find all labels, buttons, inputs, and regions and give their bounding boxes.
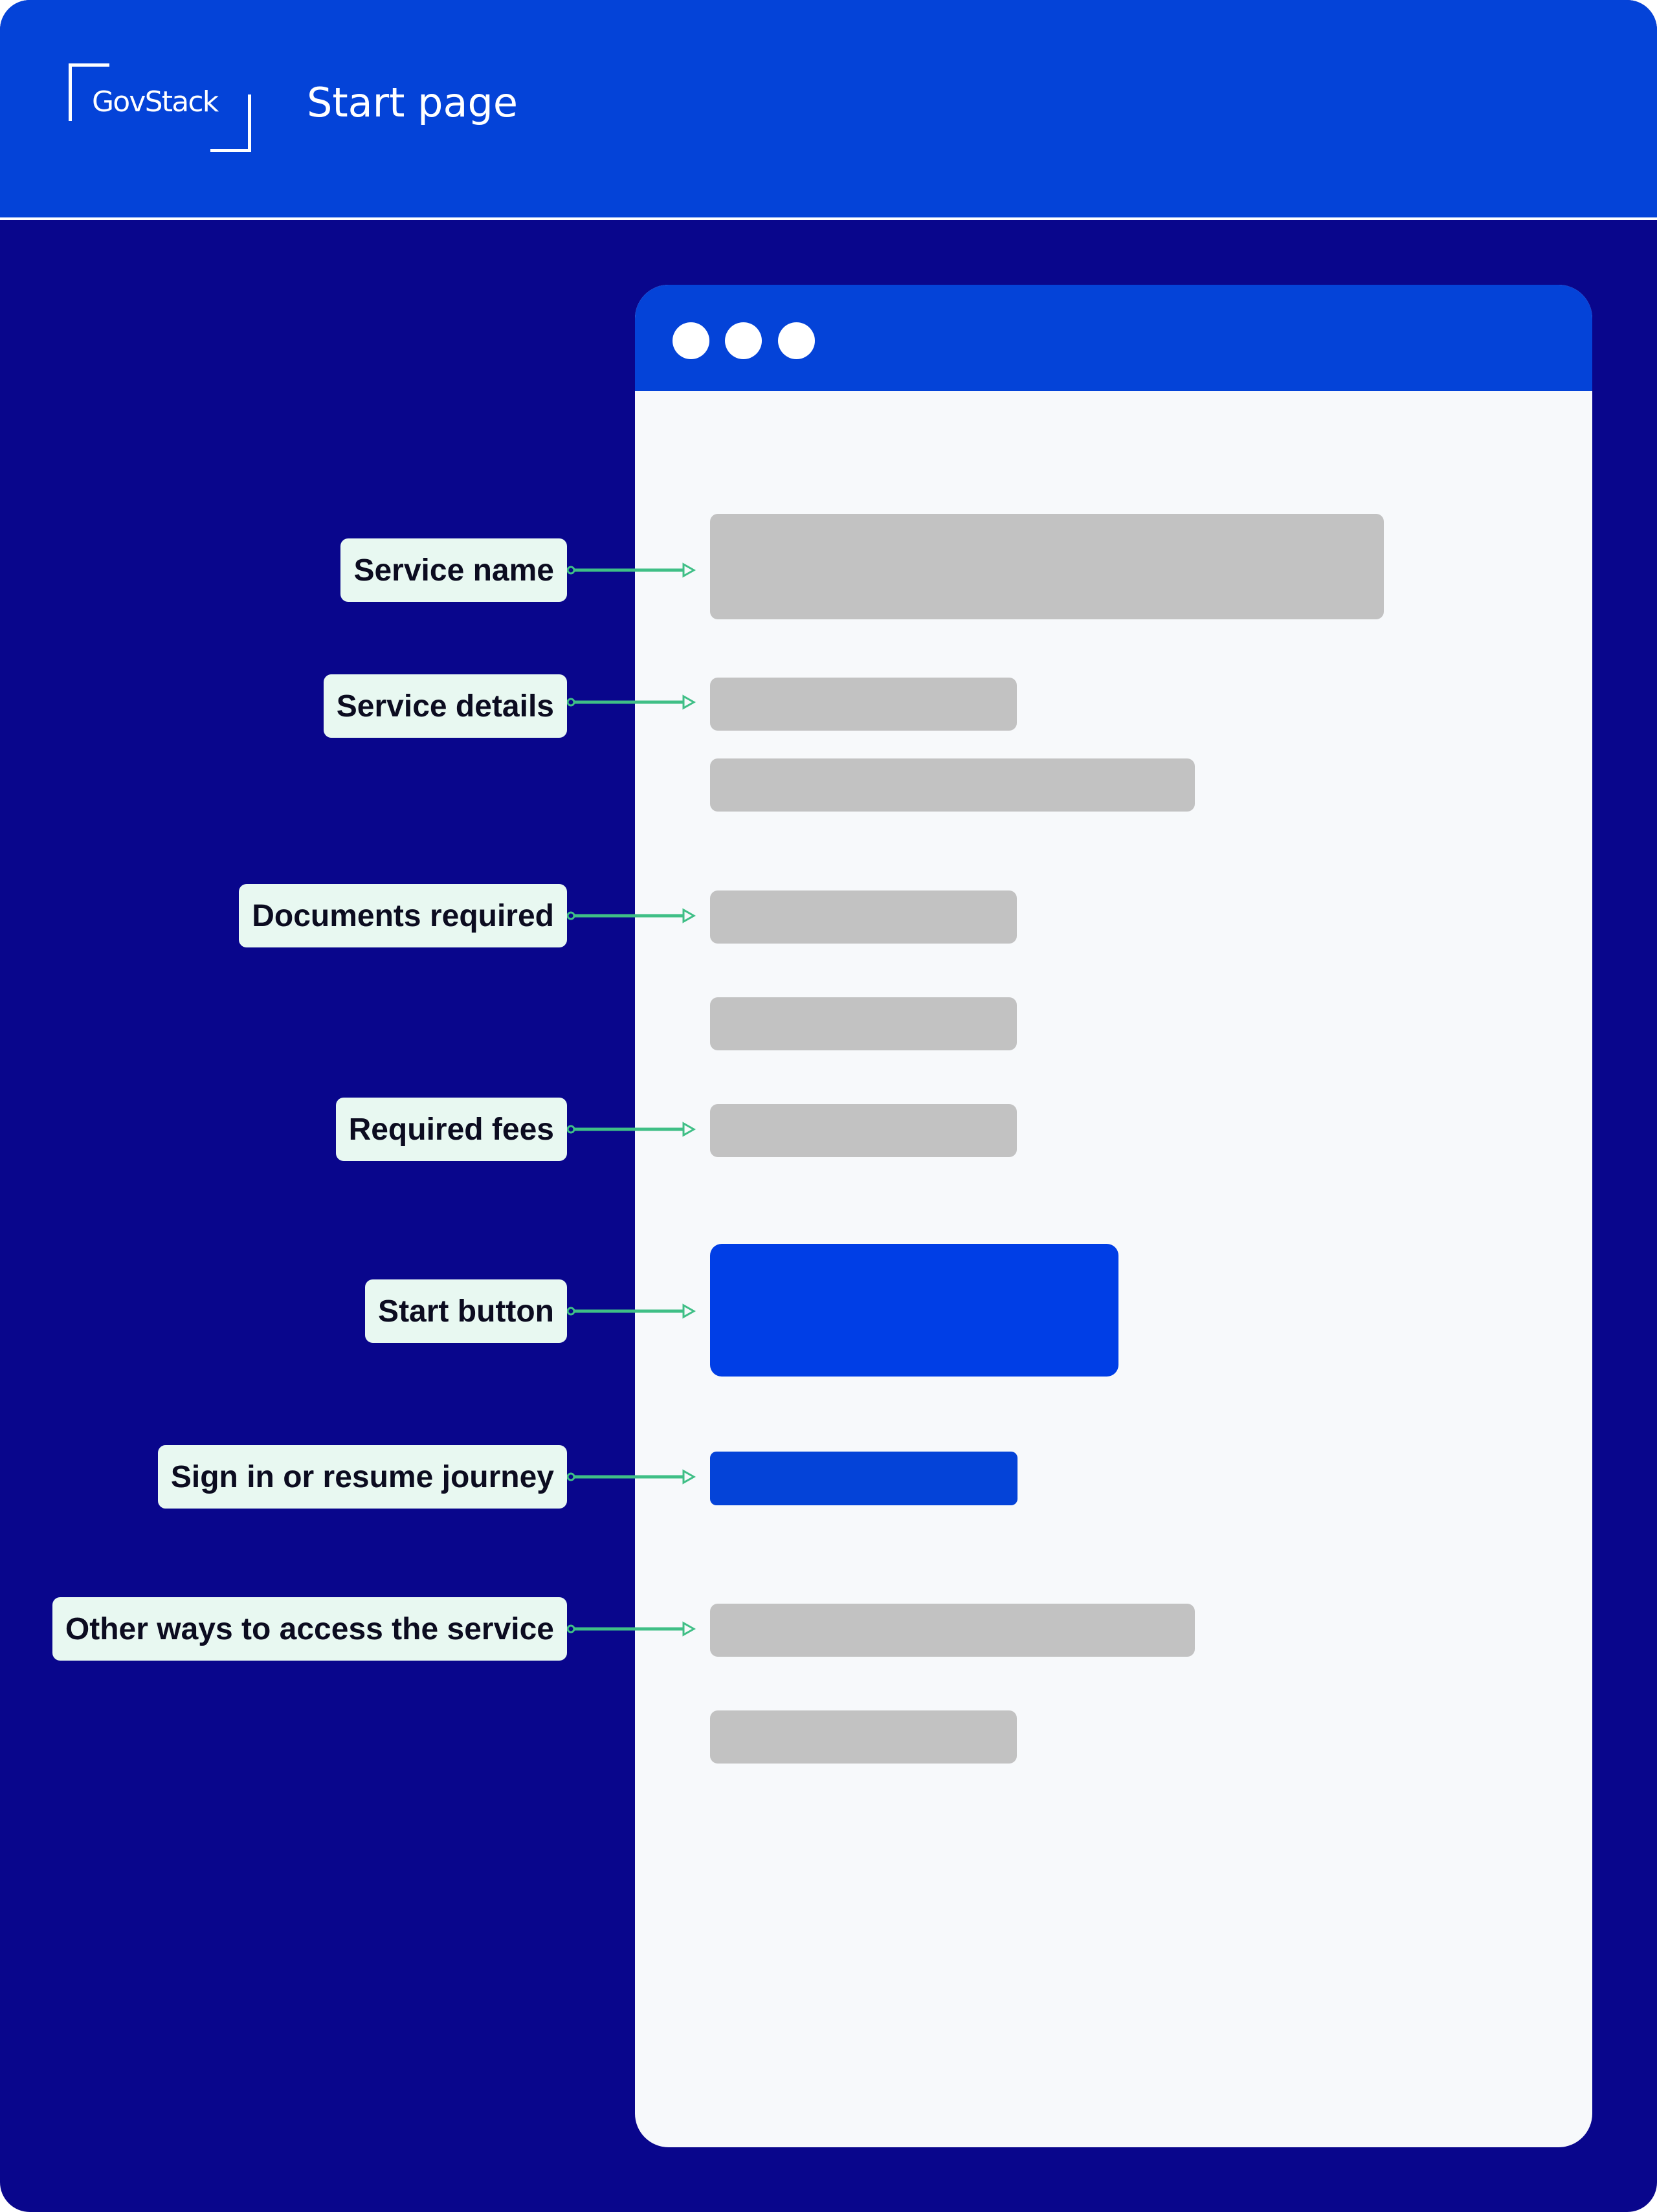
browser-header bbox=[635, 285, 1592, 391]
annotation-other-ways-to-access: Other ways to access the service bbox=[52, 1597, 567, 1661]
service-details-placeholder-2 bbox=[710, 758, 1195, 812]
arrow-documents-required-icon bbox=[567, 908, 696, 924]
window-dot-icon bbox=[725, 322, 762, 359]
sign-in-link-placeholder[interactable] bbox=[710, 1452, 1018, 1505]
arrow-start-button-icon bbox=[567, 1303, 696, 1319]
service-details-placeholder-1 bbox=[710, 678, 1017, 731]
logo-bracket-bottom-right bbox=[210, 94, 251, 152]
required-fees-placeholder bbox=[710, 1104, 1017, 1157]
documents-required-placeholder-2 bbox=[710, 997, 1017, 1050]
arrow-sign-in-icon bbox=[567, 1469, 696, 1485]
logo-text: GovStack bbox=[92, 85, 219, 118]
annotation-required-fees: Required fees bbox=[335, 1098, 567, 1161]
annotation-sign-in-or-resume-journey: Sign in or resume journey bbox=[157, 1445, 567, 1509]
arrow-service-name-icon bbox=[567, 562, 696, 578]
arrow-required-fees-icon bbox=[567, 1122, 696, 1137]
documents-required-placeholder-1 bbox=[710, 890, 1017, 944]
annotation-service-name: Service name bbox=[340, 538, 567, 602]
govstack-logo: GovStack bbox=[69, 63, 251, 152]
annotation-start-button: Start button bbox=[365, 1279, 567, 1343]
service-name-placeholder bbox=[710, 514, 1384, 619]
annotation-service-details: Service details bbox=[323, 674, 567, 738]
header-divider bbox=[0, 217, 1657, 220]
browser-mockup bbox=[635, 285, 1592, 2147]
arrow-other-ways-icon bbox=[567, 1621, 696, 1637]
annotation-documents-required: Documents required bbox=[239, 884, 567, 947]
start-button-placeholder[interactable] bbox=[710, 1244, 1118, 1377]
page-title: Start page bbox=[307, 79, 518, 126]
logo-bracket-top-left bbox=[69, 63, 109, 121]
other-ways-placeholder-1 bbox=[710, 1604, 1195, 1657]
window-dot-icon bbox=[673, 322, 709, 359]
window-dot-icon bbox=[778, 322, 815, 359]
other-ways-placeholder-2 bbox=[710, 1710, 1017, 1764]
top-bar: GovStack Start page bbox=[0, 0, 1657, 217]
arrow-service-details-icon bbox=[567, 694, 696, 710]
